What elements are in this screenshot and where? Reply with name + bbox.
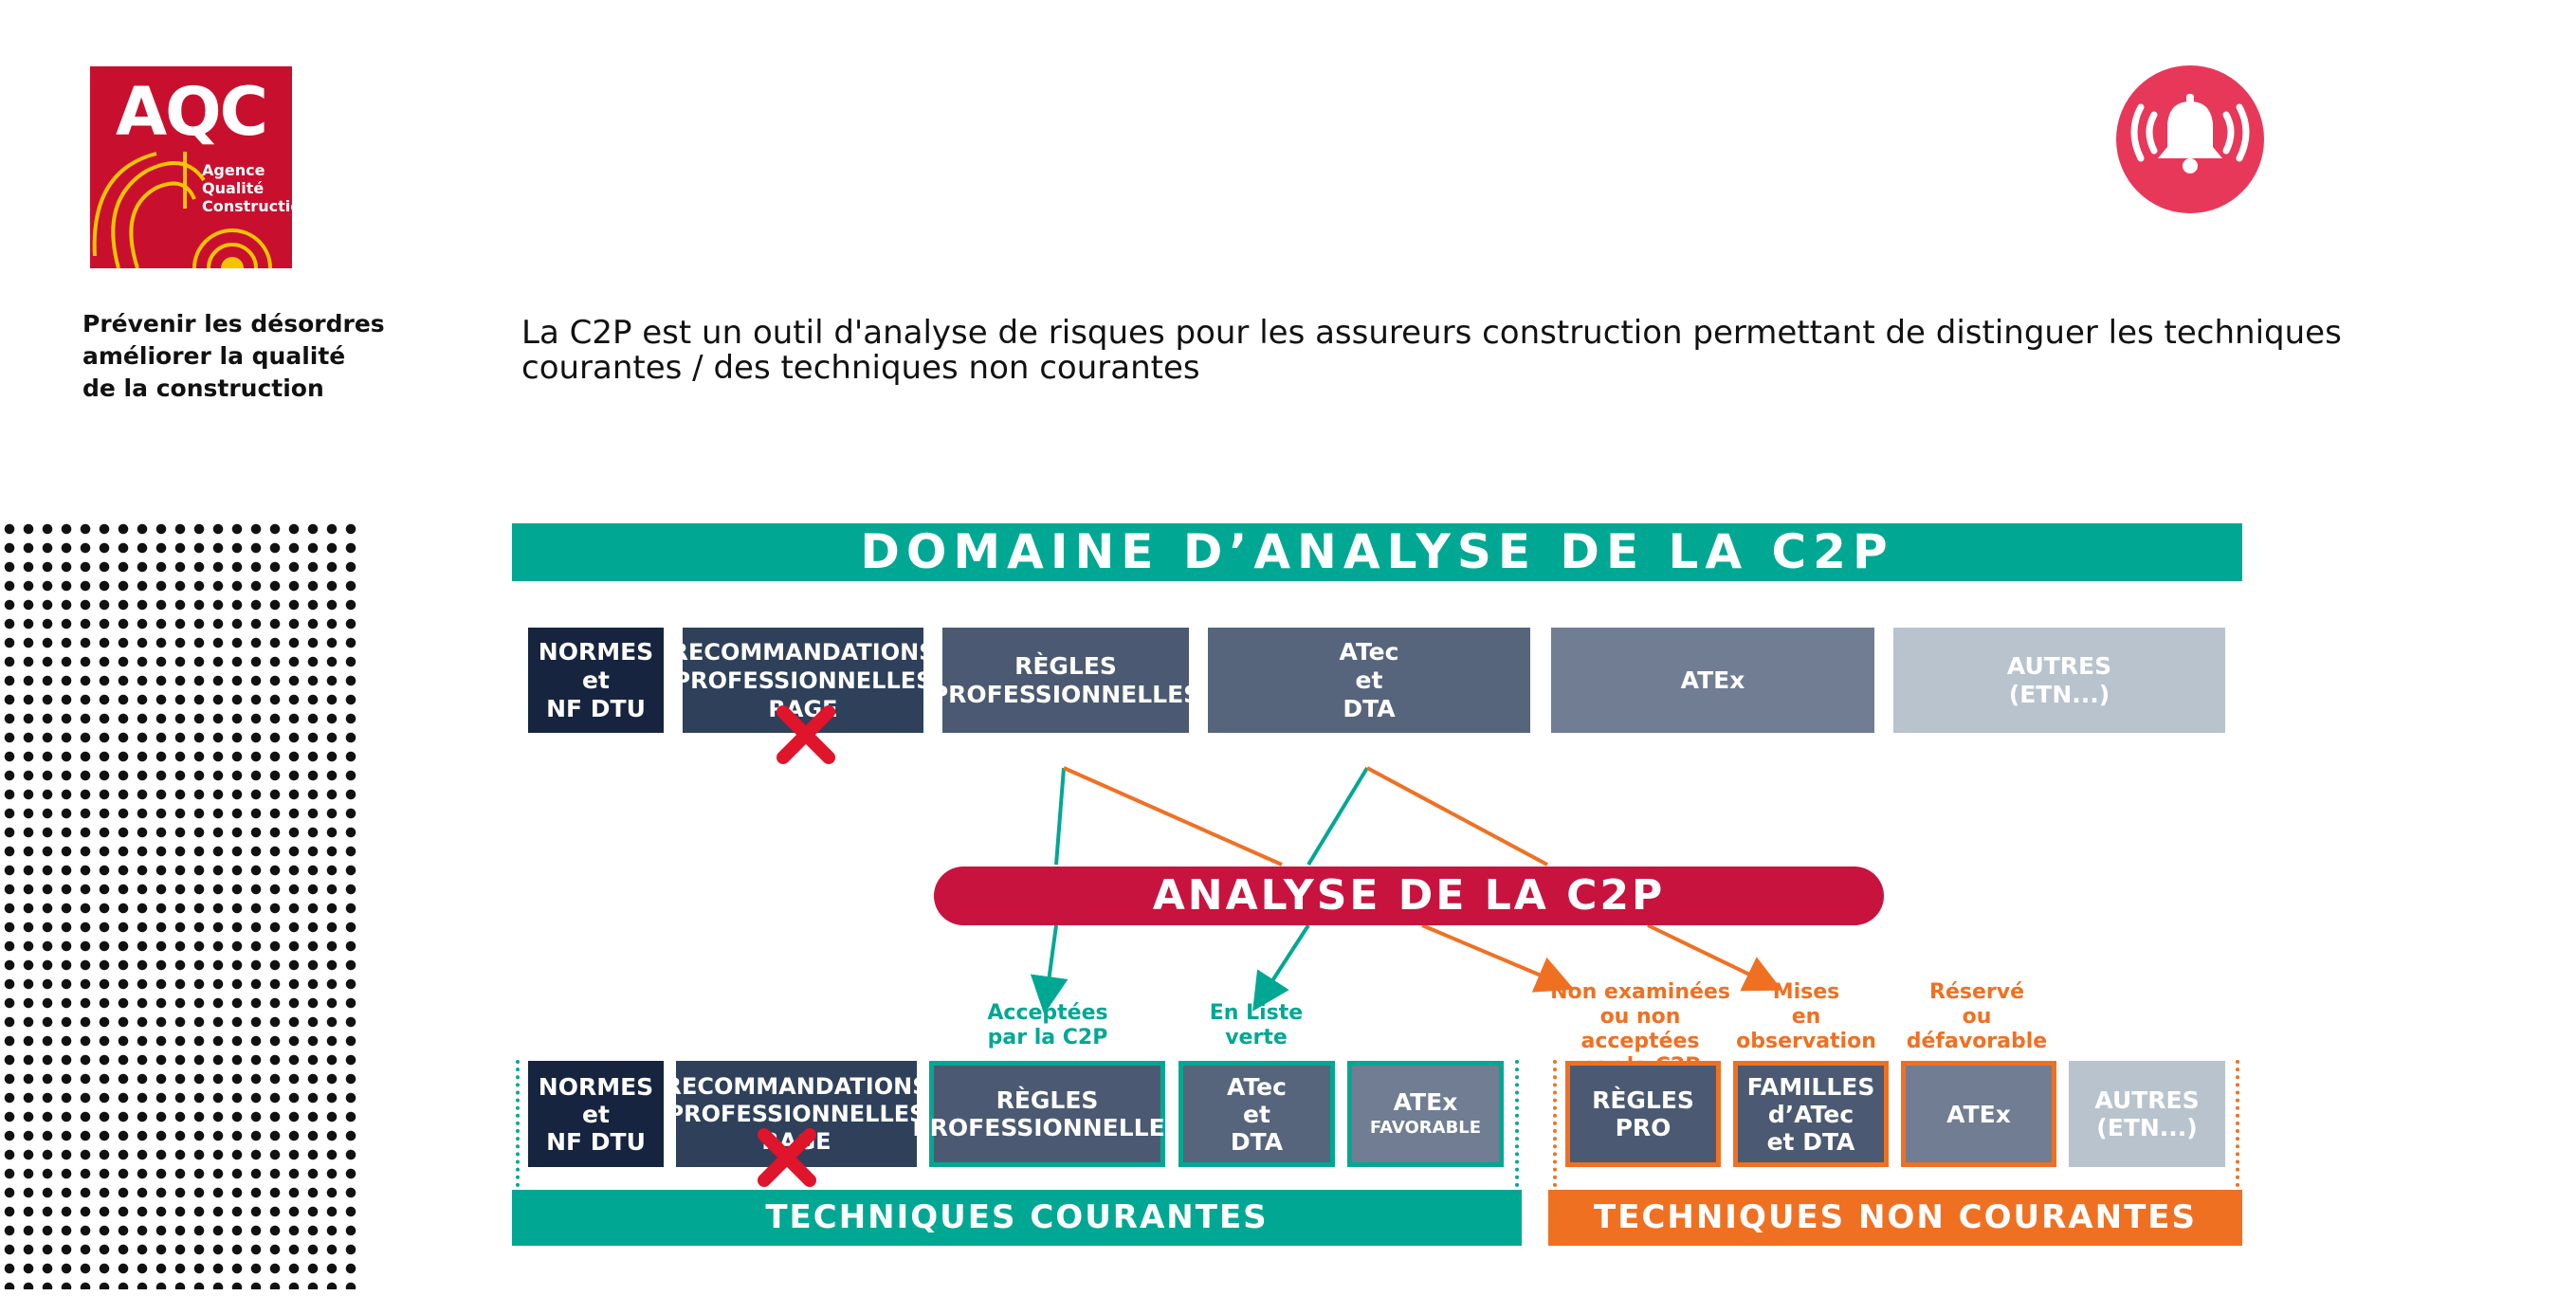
top-box-recommandations: RECOMMANDATIONS PROFESSIONNELLES RAGE [670,628,936,733]
logo-swirl-graphic [92,152,272,268]
red-cross-icon [776,705,835,764]
aqc-logo: AQC Agence Qualité Construction [90,66,292,268]
bottom-box-autres: AUTRES (ETN...) [2069,1061,2225,1167]
dot-pattern-decoration [0,520,360,1289]
top-box-regles: RÈGLES PROFESSIONNELLES [931,628,1200,733]
orange-arrows [1063,766,1783,993]
tagline: Prévenir les désordres améliorer la qual… [82,310,385,402]
dotted-separator-mid [1515,1060,1519,1187]
red-cross-icon [758,1128,816,1187]
top-box-autres: AUTRES (ETN...) [1893,628,2225,733]
alarm-bell-icon[interactable] [2116,65,2264,213]
label-observation: Mises en observation [1736,980,1876,1053]
dotted-separator-left [516,1060,520,1187]
dotted-separator-orange-left [1553,1060,1557,1187]
atex-favorable-title: ATEx [1393,1087,1458,1116]
bottom-box-regles-pro: RÈGLES PRO [1565,1061,1721,1167]
teal-arrows [1030,766,1369,1014]
techniques-non-courantes-banner: TECHNIQUES NON COURANTES [1548,1190,2242,1246]
top-box-atex: ATEx [1551,628,1874,733]
bottom-box-regles: RÈGLES PROFESSIONNELLES [912,1061,1182,1167]
bottom-box-atec: ATec et DTA [1178,1061,1335,1167]
bottom-box-atex-favorable: ATEx FAVORABLE [1347,1061,1504,1167]
bottom-box-familles: FAMILLES d’ATec et DTA [1733,1061,1889,1167]
top-box-atec: ATec et DTA [1208,628,1530,733]
bottom-box-recommandations: RECOMMANDATIONS PROFESSIONNELLES RAGE [664,1061,929,1167]
atex-favorable-subtitle: FAVORABLE [1369,1117,1482,1138]
label-reserved: Réservé ou défavorable [1906,980,2048,1053]
logo-brand-text: AQC [115,73,268,151]
bottom-box-normes: NORMES et NF DTU [528,1061,664,1167]
domain-title-banner: DOMAINE D’ANALYSE DE LA C2P [512,523,2242,581]
label-accepted: Acceptées par la C2P [987,1001,1108,1049]
top-box-normes: NORMES et NF DTU [528,628,664,733]
techniques-courantes-banner: TECHNIQUES COURANTES [512,1190,1522,1246]
logo-subtitle: Agence Qualité Construction [202,161,292,215]
dotted-separator-right [2236,1060,2239,1187]
analysis-title-banner: ANALYSE DE LA C2P [934,867,1884,925]
intro-text: La C2P est un outil d'analyse de risques… [521,314,2342,387]
bottom-box-atex: ATEx [1901,1061,2056,1167]
label-green-list: En Liste verte [1209,1001,1304,1049]
